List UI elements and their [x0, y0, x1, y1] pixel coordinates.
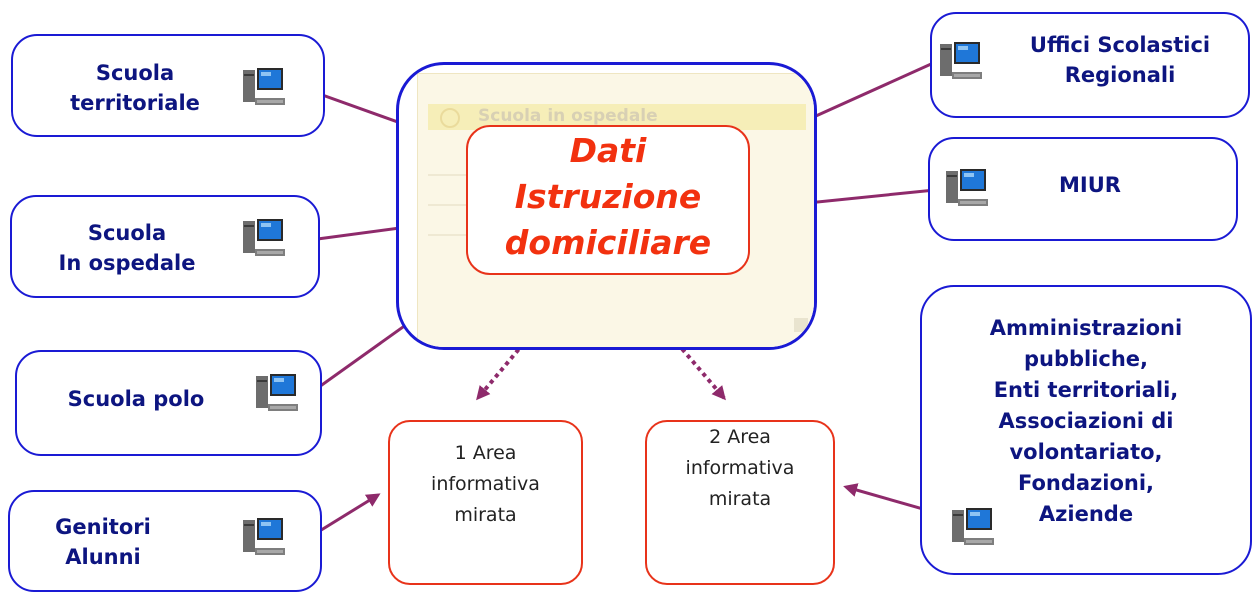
dati-title-line: domiciliare	[504, 223, 712, 262]
node-uffici-scolastici	[930, 12, 1250, 118]
node-label: Amministrazioni pubbliche, Enti territor…	[989, 316, 1183, 526]
node-label: Genitori Alunni	[55, 515, 151, 569]
faded-line	[428, 174, 468, 176]
faded-logo-icon	[440, 108, 460, 128]
area-label: 2 Area informativa mirata	[685, 426, 795, 510]
node-label: Scuola In ospedale	[58, 221, 196, 275]
dati-box	[466, 125, 750, 275]
faded-square	[794, 318, 808, 332]
faded-line	[428, 204, 468, 206]
area-box-2	[645, 420, 835, 585]
dati-title-line: Istruzione	[514, 177, 702, 216]
computer-icon	[256, 374, 298, 411]
faded-window-title: Scuola in ospedale	[478, 106, 658, 126]
dati-title-line: Dati	[569, 131, 647, 170]
node-label: Scuola territoriale	[70, 61, 200, 115]
computer-icon	[952, 508, 994, 545]
node-genitori-alunni	[8, 490, 322, 592]
computer-icon	[946, 169, 988, 206]
node-scuola-ospedale	[10, 195, 320, 298]
node-label: Scuola polo	[67, 387, 205, 411]
computer-icon	[243, 219, 285, 256]
area-box-1	[388, 420, 583, 585]
node-scuola-polo	[15, 350, 322, 456]
computer-icon	[243, 68, 285, 105]
faded-line	[428, 234, 468, 236]
area-label: 1 Area informativa mirata	[431, 442, 540, 526]
computer-icon	[243, 518, 285, 555]
node-label: Uffici Scolastici Regionali	[1029, 33, 1211, 87]
computer-icon	[940, 42, 982, 79]
dati-title: Dati Istruzione domiciliare	[466, 128, 750, 266]
node-label: MIUR	[1059, 173, 1121, 197]
